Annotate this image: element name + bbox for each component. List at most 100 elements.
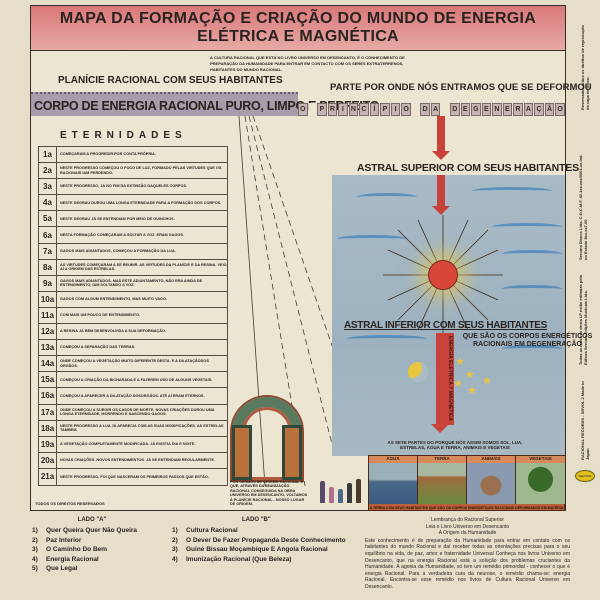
astral-inferior-heading: ASTRAL INFERIOR COM SEUS HABITANTES [344, 320, 548, 331]
principio-letter: P [317, 103, 327, 116]
track-item: 2)O Dever De Fazer Propaganda Deste Conh… [172, 536, 372, 546]
track-title: Paz Interior [46, 536, 82, 544]
eternidade-text: NESTE DEGRAU DUROU UMA LONGA ETERNIDADE … [60, 200, 222, 205]
track-number: 5) [32, 565, 38, 572]
principio-letter: I [338, 103, 348, 116]
lembranca-line-1: Lembrança do Racional Superior [430, 517, 505, 523]
track-title: O Caminho Do Bem [46, 546, 108, 553]
eternidade-text: NESTE DEGRAU JÁ SE ENTENDIAM POR MEIO DE… [60, 216, 175, 221]
arch-column [232, 425, 252, 480]
principio-letter: E [460, 103, 471, 116]
eternidade-number: 7a [39, 243, 57, 259]
track-title: Guiné Bissau Moçambique E Angola Raciona… [186, 546, 328, 553]
track-number: 4) [172, 555, 178, 563]
principio-letter: Ç [534, 103, 544, 116]
eternidade-text: AS VIRTUDES COMEÇARAM A SE REUNIR. AS VI… [60, 262, 227, 272]
track-item: 4)Imunização Racional (Que Beleza) [172, 555, 372, 565]
principio-letter: Ã [544, 103, 555, 116]
eternidade-number: 19a [39, 436, 57, 452]
track-title: Cultura Racional [186, 527, 238, 534]
lembranca-line-3: A Origem da Humanidade [438, 530, 497, 537]
sete-partes-text: AS SETE PARTES DO PORQUE NÓS ASSIM SOMOS… [387, 440, 523, 450]
eternidade-text: COMEÇOU A CRIAÇÃO DA BICHARADA E A FAZER… [60, 377, 213, 382]
eternidade-text: NESTE PROGRESSO, FOI QUE NASCERAM OS PRI… [60, 474, 209, 479]
eternidade-number: 8a [39, 259, 57, 275]
eternidade-number: 17a [39, 404, 57, 420]
side-text-catalog: RACIONAL RECORDS - SRVOL 2 Made in Japan [580, 381, 590, 460]
lembranca-line-2: Leia o Livro Universo em Desencanto [425, 523, 510, 530]
side-text-company: Seroma Discos Ltda. C.G.C.M.F. 42.1xx.xx… [578, 154, 588, 260]
moon-icon [408, 362, 428, 382]
energia-arrow-icon [431, 333, 454, 433]
principio-letter: Í [369, 103, 380, 116]
principio-letter: O [555, 103, 565, 116]
principio-letter: R [327, 103, 338, 116]
eternidade-text: NESTE PROGRESSO COMEÇOU O FOCO DE LUZ, F… [60, 166, 222, 175]
arch-column [282, 425, 302, 480]
star-icon: ★ [455, 356, 465, 368]
eternidade-number: 20a [39, 452, 57, 468]
star-icon: ★ [467, 385, 477, 397]
principio-letter: E [481, 103, 492, 116]
star-icon: ★ [453, 378, 463, 390]
title-banner: MAPA DA FORMAÇÃO E CRIAÇÃO DO MUNDO DE E… [31, 6, 565, 51]
eternidade-text: NOVAS CRIAÇÕES. NOVOS ENTENDIMENTOS. JÁ … [60, 458, 215, 463]
principio-letter: N [492, 103, 502, 116]
principio-letter: O [298, 103, 308, 116]
red-arrow-icon [432, 116, 450, 160]
planicie-heading: PLANÍCIE RACIONAL COM SEUS HABITANTES [58, 75, 283, 86]
track-number: 4) [32, 555, 38, 563]
eternidades-heading: ETERNIDADES [60, 130, 187, 141]
eternidade-text: COM MAIS UM POUCO DE ENTENDIMENTO. [60, 313, 141, 318]
principio-letter: A [430, 103, 441, 116]
eternidade-text: NESTE PROGRESSO A LUA JÁ APARECIA COM AS… [60, 423, 224, 433]
eternidade-number: 18a [39, 420, 57, 436]
strip-caption: A TERRA COM SEUS HABITANTES QUE SÃO OS C… [369, 506, 564, 510]
track-title: Que Legal [46, 565, 78, 572]
eternidade-text: GAGOS MAIS ADIANTADOS, COMEÇOU A FORMAÇÃ… [60, 248, 176, 253]
panel-vegetais: VEGETAIS [516, 456, 565, 504]
sun-icon [428, 260, 458, 290]
parte-heading: PARTE POR ONDE NÓS ENTRAMOS QUE SE DEFOR… [330, 82, 592, 93]
principio-letter [441, 103, 449, 116]
eternidade-text: A RESINA JÁ BEM DESENVOLVIDA A SUA DEFOR… [60, 329, 167, 334]
track-item: 3)Guiné Bissau Moçambique E Angola Racio… [172, 545, 372, 555]
eternidade-text: ONDE COMEÇOU A SURGIR OS CASOS DE MORTE.… [60, 407, 215, 417]
eternidade-number: 14a [39, 356, 57, 372]
principio-letter: A [523, 103, 534, 116]
title-line-1: MAPA DA FORMAÇÃO E CRIAÇÃO DO MUNDO DE E… [59, 10, 537, 27]
rights-text: TODOS OS DIREITOS RESERVADOS [35, 501, 105, 506]
track-number: 1) [172, 527, 178, 534]
side-b-title: LADO "B" [242, 517, 271, 523]
people-illustration [318, 478, 368, 503]
eternidade-number: 21a [39, 468, 57, 485]
red-arrow-icon [432, 175, 450, 215]
eternidade-text: ONDE COMEÇOU A VEGETAÇÃO MUITO DIFERENTE… [60, 359, 209, 368]
principio-letter: R [513, 103, 523, 116]
track-number: 3) [32, 546, 38, 553]
energia-label: ENERGIA ELÉTRICA Y MAGNÉTICA [447, 336, 453, 422]
earth-strip: ÁGUA TERRA ANIMAIS VEGETAIS A TERRA COM … [368, 455, 565, 511]
principio-letter: O [401, 103, 411, 116]
track-item: 5) Que Legal [32, 564, 152, 574]
track-title: Quer Queira Quer Não Queira [46, 527, 138, 534]
eternidade-number: 3a [39, 179, 57, 195]
eternidade-text: COMEÇOU A APARECER A DILATAÇÃO DOSORGÃOS… [60, 393, 205, 398]
panel-agua: ÁGUA [369, 456, 418, 504]
eternidade-number: 6a [39, 227, 57, 243]
track-title: O Dever De Fazer Propaganda Deste Conhec… [186, 536, 346, 544]
